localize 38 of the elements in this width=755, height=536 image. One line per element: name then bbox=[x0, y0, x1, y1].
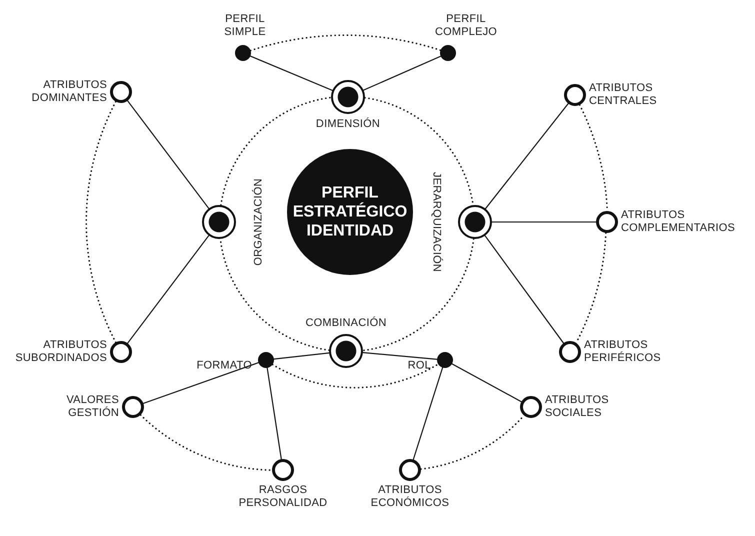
node-label: COMBINACIÓN bbox=[305, 317, 387, 330]
node-label: ATRIBUTOS COMPLEMENTARIOS bbox=[621, 209, 736, 235]
node-label: ATRIBUTOS DOMINANTES bbox=[32, 79, 107, 105]
node-label: DIMENSIÓN bbox=[316, 118, 380, 131]
node-label: VALORES GESTIÓN bbox=[66, 394, 119, 420]
dotted-connector bbox=[272, 363, 439, 388]
node-label: PERFIL COMPLEJO bbox=[434, 13, 498, 39]
connector-line bbox=[127, 235, 210, 344]
connector-line bbox=[127, 100, 210, 209]
node-label: PERFIL SIMPLE bbox=[224, 13, 266, 39]
node-label: ATRIBUTOS SOCIALES bbox=[545, 394, 609, 420]
connector-line bbox=[250, 56, 333, 91]
connector-line bbox=[363, 56, 442, 91]
connector-line bbox=[273, 352, 330, 360]
dotted-connector bbox=[250, 34, 442, 52]
node-label: RASGOS PERSONALIDAD bbox=[238, 484, 328, 510]
connector-line bbox=[266, 367, 282, 460]
dotted-connector bbox=[220, 238, 330, 352]
connector-line bbox=[491, 221, 597, 223]
connector-line bbox=[412, 367, 444, 460]
connector-line bbox=[484, 103, 569, 210]
dotted-connector bbox=[362, 238, 474, 352]
connector-line bbox=[362, 352, 438, 360]
node-label: ATRIBUTOS CENTRALES bbox=[589, 82, 657, 108]
connector-line bbox=[142, 362, 259, 404]
node-label: FORMATO bbox=[196, 360, 252, 372]
node-label: ROL bbox=[408, 360, 431, 372]
connector-line bbox=[451, 363, 522, 402]
dotted-connector bbox=[420, 414, 525, 470]
connector-line bbox=[484, 235, 564, 344]
central-title: PERFIL ESTRATÉGICO IDENTIDAD bbox=[292, 184, 408, 240]
node-label: JERARQUIZACIÓN bbox=[430, 172, 442, 272]
dotted-connector bbox=[85, 100, 117, 344]
dotted-connector bbox=[140, 414, 273, 471]
node-label: ORGANIZACIÓN bbox=[252, 178, 266, 266]
node-label: ATRIBUTOS PERIFÉRICOS bbox=[584, 339, 661, 365]
node-label: ATRIBUTOS ECONÓMICOS bbox=[370, 484, 450, 510]
node-label: ATRIBUTOS SUBORDINADOS bbox=[15, 339, 107, 365]
